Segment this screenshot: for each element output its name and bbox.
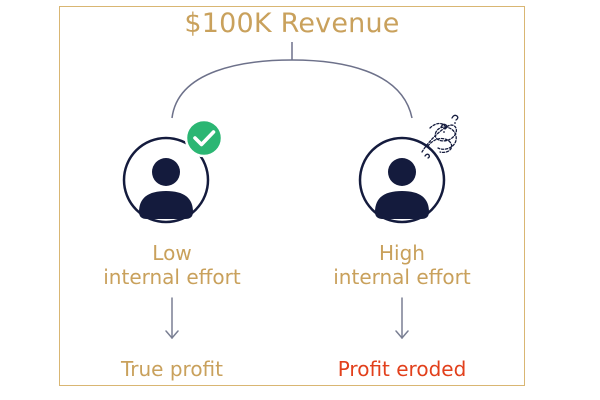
left-avatar xyxy=(122,136,210,224)
right-outcome: Profit eroded xyxy=(337,357,467,381)
right-effort-label-line1: High xyxy=(379,241,425,265)
left-effort-label-line2: internal effort xyxy=(103,265,241,289)
left-down-arrow xyxy=(165,297,179,340)
check-circle-icon xyxy=(184,118,224,158)
right-avatar-body xyxy=(375,191,429,219)
left-avatar-head xyxy=(152,158,180,186)
diagram-title: $100K Revenue xyxy=(184,8,400,39)
right-down-arrow xyxy=(395,297,409,340)
diagram-frame xyxy=(59,6,525,386)
left-effort-label-line1: Low xyxy=(152,241,192,265)
left-avatar-body xyxy=(139,191,193,219)
left-effort-label: Low internal effort xyxy=(92,241,252,289)
right-avatar xyxy=(358,136,446,224)
right-effort-label-line2: internal effort xyxy=(333,265,471,289)
right-effort-label: High internal effort xyxy=(322,241,482,289)
tangled-scribble-icon xyxy=(421,114,459,159)
split-arc xyxy=(171,59,413,119)
right-avatar-head xyxy=(388,158,416,186)
left-outcome: True profit xyxy=(121,357,223,381)
